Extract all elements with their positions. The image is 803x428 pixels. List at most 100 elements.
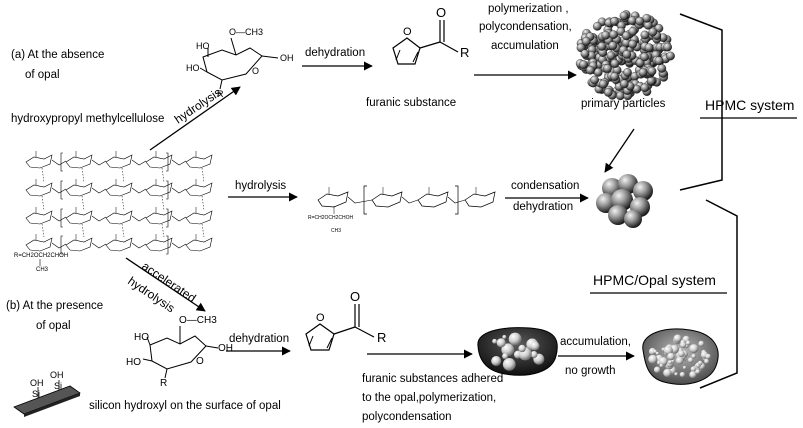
arrow-accelerated-hydrolysis bbox=[125, 257, 206, 312]
network-link bbox=[131, 215, 147, 222]
surface-si-2: Si bbox=[54, 381, 62, 391]
label-adhered-line3: polycondensation bbox=[362, 411, 452, 423]
label-polycondensation: polycondensation, bbox=[479, 21, 572, 33]
primary-particle bbox=[590, 75, 599, 85]
network-ring bbox=[65, 154, 93, 169]
opal-particle bbox=[502, 358, 516, 371]
sugar-bottom-oh: OH bbox=[218, 343, 233, 354]
network-ring bbox=[65, 182, 93, 197]
network-link bbox=[171, 187, 187, 194]
sugar-top-ring-o: O bbox=[252, 66, 259, 76]
opal-particle bbox=[491, 356, 502, 366]
opal-particle bbox=[502, 353, 509, 360]
network-hbond bbox=[81, 223, 85, 238]
sugar-bottom-o-ch3: O—CH3 bbox=[179, 315, 217, 326]
network-ring bbox=[25, 182, 53, 197]
primary-particle bbox=[635, 16, 645, 26]
hpmc-opal-system-bracket bbox=[699, 199, 738, 389]
label-dehydration-bottom: dehydration bbox=[229, 333, 290, 345]
network-ring bbox=[185, 210, 213, 225]
primary-particle bbox=[581, 36, 591, 46]
label-polymerization: polymerization , bbox=[488, 3, 569, 15]
primary-particle bbox=[598, 79, 608, 89]
primary-particle bbox=[603, 88, 613, 97]
primary-particle bbox=[657, 64, 667, 73]
label-furanic-substance: furanic substance bbox=[366, 97, 457, 109]
furan-top-carbonyl-o: O bbox=[436, 5, 446, 20]
network-bracket bbox=[60, 208, 63, 228]
label-presence-line1: (b) At the presence bbox=[6, 300, 104, 312]
hpmc-system-bracket bbox=[679, 13, 723, 191]
opal-particle bbox=[698, 340, 705, 347]
opal-particle bbox=[653, 366, 661, 374]
network-link bbox=[91, 159, 107, 166]
furan-bottom-o: O bbox=[316, 312, 325, 324]
network-link bbox=[171, 242, 187, 249]
network-ring bbox=[185, 154, 213, 169]
network-ring bbox=[25, 237, 53, 252]
network-hbond bbox=[81, 195, 85, 211]
opal-with-furanic bbox=[477, 327, 558, 376]
primary-particle bbox=[610, 59, 620, 68]
opal-particle bbox=[502, 335, 507, 339]
furan-ring-bottom bbox=[305, 304, 375, 351]
chain-ch3: CH3 bbox=[331, 228, 341, 234]
opal-adhered-particles bbox=[491, 332, 545, 371]
aggregate-sphere bbox=[624, 210, 642, 228]
network-ring bbox=[105, 237, 133, 252]
sugar-top-oh: OH bbox=[280, 53, 294, 63]
opal-particle bbox=[501, 343, 515, 357]
furan-bottom-r: R bbox=[377, 330, 386, 345]
network-link bbox=[51, 159, 67, 166]
primary-particle bbox=[623, 68, 632, 77]
network-ring bbox=[105, 182, 133, 197]
opal-particle bbox=[518, 344, 526, 353]
opal-particle bbox=[682, 365, 687, 370]
opal-particle bbox=[687, 357, 694, 363]
network-hbond bbox=[81, 167, 85, 183]
aggregate-sphere bbox=[633, 181, 653, 201]
label-silicon-hydroxyl: silicon hydroxyl on the surface of opal bbox=[89, 400, 281, 412]
chain-link bbox=[347, 196, 373, 204]
primary-particle bbox=[609, 30, 618, 40]
network-hbond bbox=[161, 223, 165, 238]
opal-particle bbox=[648, 354, 658, 364]
arrow-hydrolysis-top bbox=[149, 86, 241, 151]
primary-particle bbox=[610, 72, 619, 81]
chain-ring bbox=[371, 191, 403, 208]
primary-particle bbox=[640, 83, 650, 93]
primary-particle bbox=[601, 30, 611, 40]
network-ring bbox=[65, 237, 93, 252]
sugar-top-o: O—CH3 bbox=[229, 27, 263, 37]
network-link bbox=[51, 242, 67, 249]
surface-si-1: Si bbox=[32, 389, 40, 399]
network-ring bbox=[105, 210, 133, 225]
network-hbond bbox=[121, 167, 125, 183]
furan-top-r: R bbox=[460, 45, 469, 60]
network-ring bbox=[25, 210, 53, 225]
opal-particle bbox=[678, 350, 685, 358]
sugar-top-ho1: HO bbox=[196, 41, 210, 51]
label-accumulation-top: accumulation bbox=[491, 40, 559, 52]
chain-ring bbox=[464, 191, 496, 208]
network-hbond bbox=[41, 195, 45, 211]
network-bracket bbox=[166, 235, 169, 255]
primary-particles-cluster bbox=[575, 10, 675, 101]
opal-particle bbox=[685, 340, 691, 346]
primary-particle bbox=[597, 42, 607, 51]
label-hpmc-system: HPMC system bbox=[705, 97, 795, 113]
primary-particle bbox=[666, 51, 675, 61]
sugar-bottom-r: R bbox=[160, 378, 167, 389]
sugar-bottom-ho2: HO bbox=[126, 357, 141, 368]
primary-particle bbox=[603, 64, 612, 73]
primary-particle bbox=[628, 27, 638, 36]
network-link bbox=[51, 187, 67, 194]
primary-particle bbox=[638, 68, 648, 77]
network-ring bbox=[65, 210, 93, 225]
primary-particle bbox=[646, 76, 656, 86]
aggregate-spheres bbox=[596, 174, 653, 228]
network-ring bbox=[185, 237, 213, 252]
furan-bottom-carbonyl-o: O bbox=[350, 289, 360, 304]
network-ring bbox=[145, 237, 173, 252]
network-bracket bbox=[60, 235, 63, 255]
